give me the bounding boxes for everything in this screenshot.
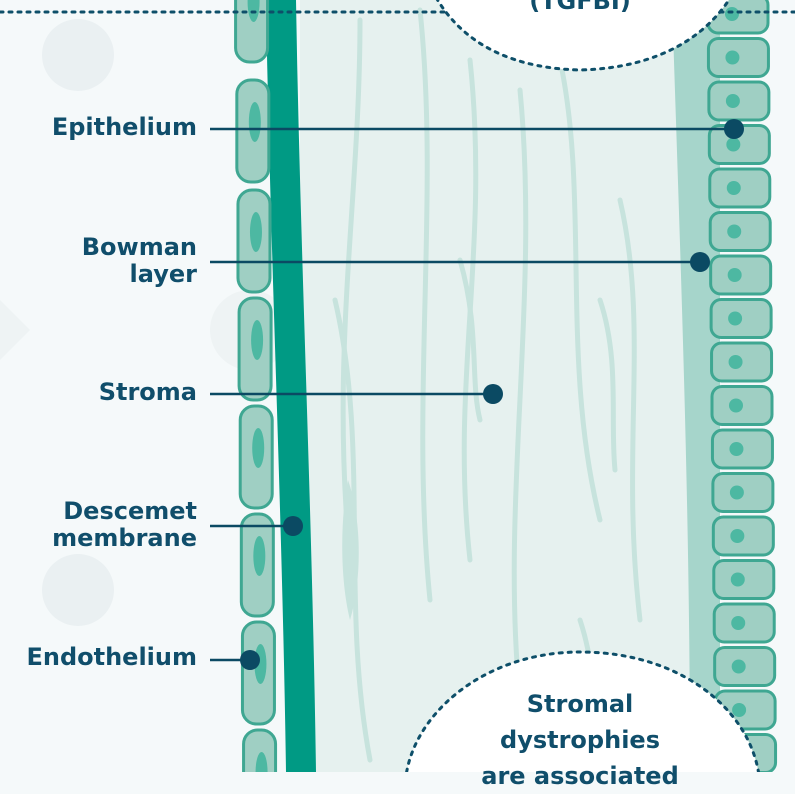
- leader-dot-bowman: [690, 252, 710, 272]
- epithelium-nucleus: [726, 94, 740, 108]
- label-stroma: Stroma: [99, 379, 197, 406]
- bottom-bubble-text: Stromal dystrophies are associated: [470, 686, 690, 794]
- epithelium-nucleus: [726, 138, 740, 152]
- epithelium-nucleus: [727, 225, 741, 239]
- endothelium-nucleus: [249, 102, 261, 142]
- epithelium-nucleus: [729, 442, 743, 456]
- endothelium-nucleus: [253, 536, 265, 576]
- endothelium-nucleus: [252, 428, 264, 468]
- epithelium-nucleus: [730, 486, 744, 500]
- top-bubble-text: (TGFBI): [500, 0, 660, 19]
- leader-dot-descemet: [283, 516, 303, 536]
- endothelium-nucleus: [250, 212, 262, 252]
- bottom-bubble-line2: dystrophies: [470, 722, 690, 758]
- label-bowman-line1: Bowman: [82, 234, 197, 261]
- label-descemet-membrane: Descemet membrane: [52, 498, 197, 552]
- label-descemet-line1: Descemet: [52, 498, 197, 525]
- epithelium-nucleus: [728, 312, 742, 326]
- leader-dot-stroma: [483, 384, 503, 404]
- epithelium-nucleus: [729, 399, 743, 413]
- epithelium-nucleus: [725, 51, 739, 65]
- epithelium-nucleus: [731, 616, 745, 630]
- epithelium-nucleus: [732, 703, 746, 717]
- epithelium-nucleus: [725, 7, 739, 21]
- epithelium-cells: [708, 0, 776, 772]
- leader-dot-epithelium: [724, 119, 744, 139]
- label-endothelium: Endothelium: [26, 644, 197, 671]
- epithelium-nucleus: [730, 529, 744, 543]
- label-bowman-line2: layer: [82, 261, 197, 288]
- epithelium-nucleus: [729, 355, 743, 369]
- endothelium-nucleus: [251, 320, 263, 360]
- epithelium-nucleus: [731, 573, 745, 587]
- label-bowman-layer: Bowman layer: [82, 234, 197, 288]
- epithelium-nucleus: [732, 660, 746, 674]
- bottom-bubble-line1: Stromal: [470, 686, 690, 722]
- label-descemet-line2: membrane: [52, 525, 197, 552]
- leader-dot-endothelium: [240, 650, 260, 670]
- bottom-bubble-line3: are associated: [470, 758, 690, 794]
- epithelium-nucleus: [727, 181, 741, 195]
- label-epithelium: Epithelium: [52, 114, 197, 141]
- epithelium-nucleus: [728, 268, 742, 282]
